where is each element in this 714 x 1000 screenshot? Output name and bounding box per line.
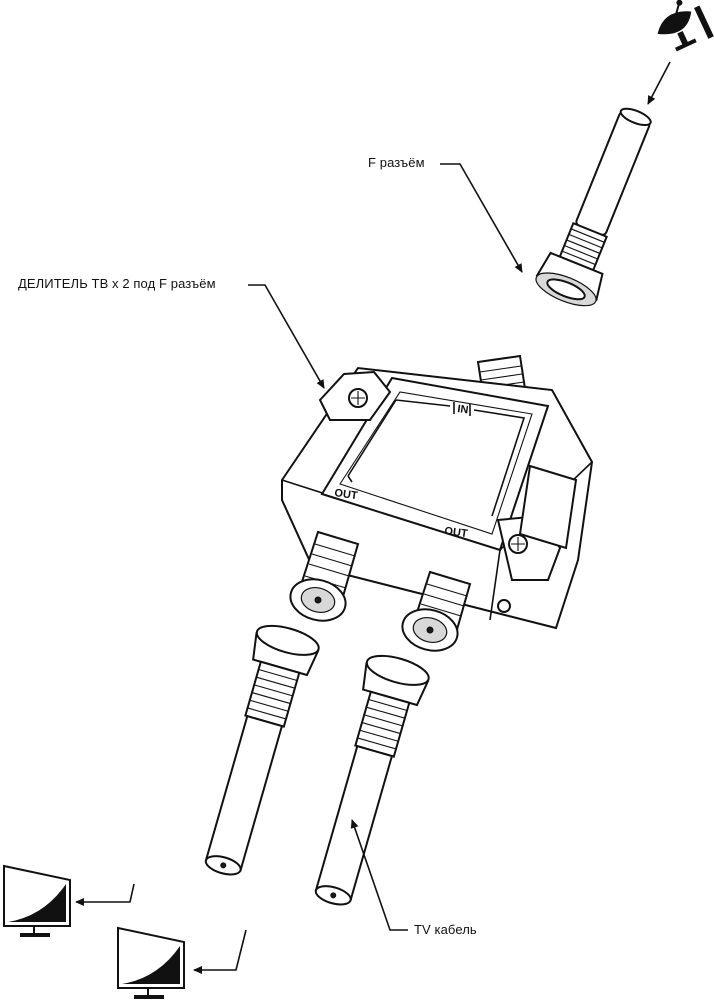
label-f-connector: F разъём (368, 155, 425, 170)
input-cable (535, 107, 652, 307)
leader-f-connector (440, 163, 523, 273)
out-port-label-right: OUT (444, 525, 469, 540)
leader-splitter (248, 284, 325, 389)
output-cable-left (204, 624, 320, 876)
arrow-cable-right-to-tv (193, 929, 247, 974)
out-port-label-left: OUT (334, 487, 359, 502)
tv-icon (3, 864, 71, 937)
label-tv-cable: TV кабель (414, 922, 477, 937)
satellite-dish-icon (657, 0, 714, 52)
arrow-satellite-to-cable (647, 61, 671, 105)
splitter-body: IN OUT OUT (281, 354, 594, 630)
arrow-cable-left-to-tv (75, 883, 135, 906)
leader-tv-cable (350, 819, 408, 931)
out-connector-left (289, 530, 360, 622)
tv-icon (117, 926, 185, 999)
label-splitter: ДЕЛИТЕЛЬ ТВ х 2 под F разъём (18, 276, 216, 291)
out-connector-right (401, 570, 472, 652)
in-port-label: IN (457, 403, 470, 416)
output-cable-right (314, 654, 430, 906)
